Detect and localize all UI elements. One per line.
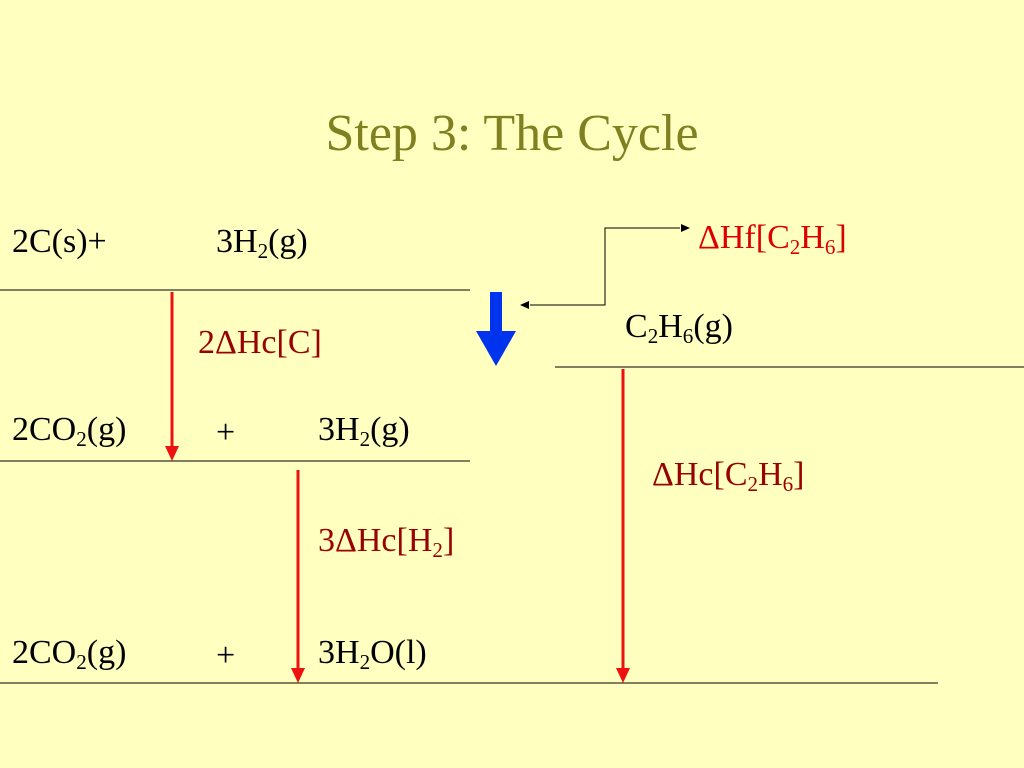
product-co2: 2CO2(g) <box>12 634 127 674</box>
slide-title: Step 3: The Cycle <box>325 105 699 162</box>
arrow-direction-blue <box>476 292 516 366</box>
product-water: 3H2O(l) <box>318 634 427 674</box>
ethane-formula: C2H6(g) <box>625 308 733 348</box>
arrow-combustion-h2 <box>291 470 305 683</box>
intermediate-hydrogen: 3H2(g) <box>318 411 410 451</box>
arrow-combustion-h2-head <box>291 668 305 683</box>
product-plus: + <box>216 637 236 674</box>
reactant-carbon: 2C(s)+ <box>12 223 107 260</box>
label-combustion-hydrogen: 3ΔHc[H2] <box>318 522 455 562</box>
label-combustion-ethane: ΔHc[C2H6] <box>652 456 805 496</box>
intermediate-plus: + <box>216 414 236 451</box>
connector-head-left <box>520 301 529 309</box>
blue-arrow-shaft <box>490 292 502 334</box>
label-combustion-carbon: 2ΔHc[C] <box>198 324 322 361</box>
connector-formation-path <box>530 227 680 306</box>
arrow-combustion-ethane-head <box>616 668 630 683</box>
arrow-combustion-c-head <box>165 446 179 461</box>
blue-arrow-head <box>476 331 516 366</box>
connector-formation <box>520 224 690 309</box>
intermediate-co2: 2CO2(g) <box>12 411 127 451</box>
label-formation-ethane: ΔHf[C2H6] <box>698 219 847 259</box>
connector-head-right <box>681 224 690 232</box>
arrow-combustion-ethane <box>616 369 630 683</box>
reactant-hydrogen: 3H2(g) <box>216 223 308 263</box>
arrow-combustion-c <box>165 292 179 461</box>
